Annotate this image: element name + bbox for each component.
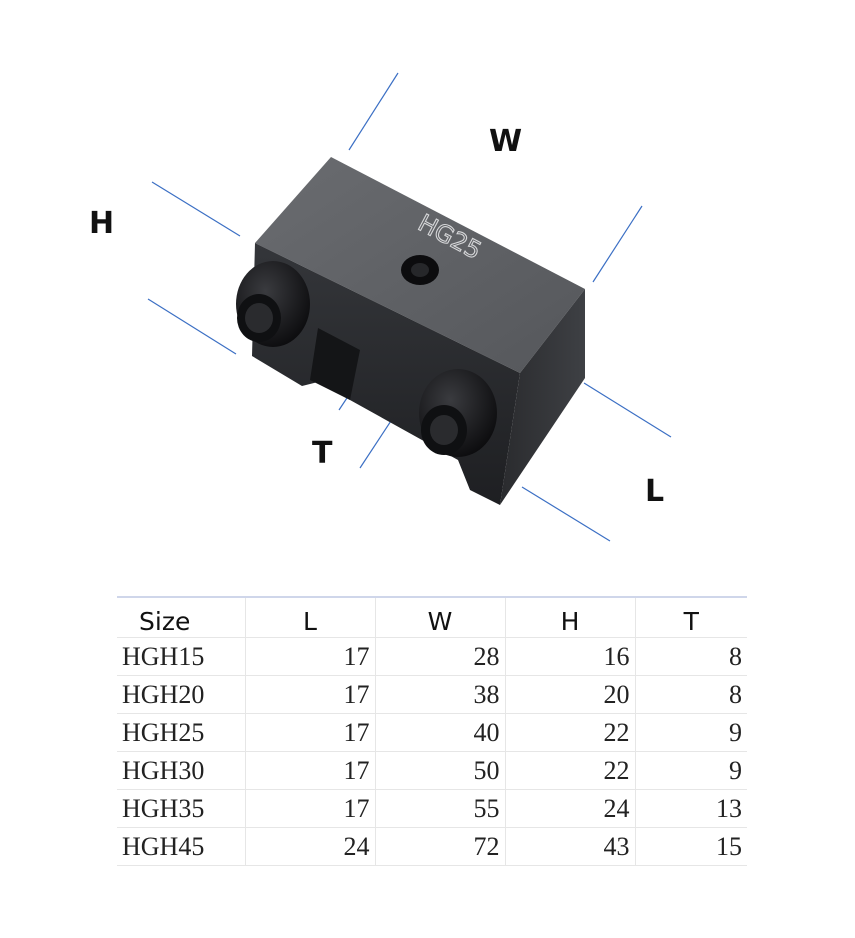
- cell-t: 8: [635, 637, 747, 676]
- header-t: T: [635, 596, 747, 638]
- cell-h: 24: [505, 789, 636, 828]
- table-row: HGH45 24 72 43 15: [117, 827, 747, 866]
- cell-h: 22: [505, 713, 636, 752]
- cell-t: 9: [635, 713, 747, 752]
- cell-size: HGH20: [117, 675, 246, 714]
- header-l: L: [245, 596, 376, 638]
- cell-size: HGH15: [117, 637, 246, 676]
- header-w: W: [375, 596, 506, 638]
- cell-w: 40: [375, 713, 506, 752]
- cell-w: 55: [375, 789, 506, 828]
- dimension-label-w: W: [489, 124, 523, 159]
- cell-t: 9: [635, 751, 747, 790]
- cell-l: 17: [245, 675, 376, 714]
- product-figure: HG25 W H T L: [89, 72, 672, 542]
- dimension-label-t: T: [312, 436, 333, 471]
- cell-w: 28: [375, 637, 506, 676]
- cell-size: HGH45: [117, 827, 246, 866]
- cell-t: 15: [635, 827, 747, 866]
- cell-l: 17: [245, 637, 376, 676]
- cell-w: 38: [375, 675, 506, 714]
- cell-w: 50: [375, 751, 506, 790]
- cell-size: HGH35: [117, 789, 246, 828]
- cell-h: 16: [505, 637, 636, 676]
- cell-l: 24: [245, 827, 376, 866]
- cell-w: 72: [375, 827, 506, 866]
- header-size: Size: [117, 596, 246, 638]
- mounting-block: [236, 157, 585, 505]
- table-row: HGH20 17 38 20 8: [117, 675, 747, 714]
- cell-size: HGH25: [117, 713, 246, 752]
- cell-l: 17: [245, 713, 376, 752]
- cell-h: 43: [505, 827, 636, 866]
- header-h: H: [505, 596, 636, 638]
- table-row: HGH30 17 50 22 9: [117, 751, 747, 790]
- cell-t: 8: [635, 675, 747, 714]
- dimension-label-l: L: [645, 474, 665, 509]
- dimension-label-h: H: [89, 206, 115, 241]
- table-row: HGH15 17 28 16 8: [117, 637, 747, 676]
- cell-t: 13: [635, 789, 747, 828]
- cell-l: 17: [245, 789, 376, 828]
- cell-h: 22: [505, 751, 636, 790]
- block-illustration: HG25: [147, 72, 672, 542]
- size-spec-table: Size L W H T HGH15 17 28 16 8 HGH20 17 3…: [117, 596, 747, 866]
- cell-h: 20: [505, 675, 636, 714]
- cell-l: 17: [245, 751, 376, 790]
- table-row: HGH35 17 55 24 13: [117, 789, 747, 828]
- cell-size: HGH30: [117, 751, 246, 790]
- table-row: HGH25 17 40 22 9: [117, 713, 747, 752]
- table-header-row: Size L W H T: [117, 596, 747, 638]
